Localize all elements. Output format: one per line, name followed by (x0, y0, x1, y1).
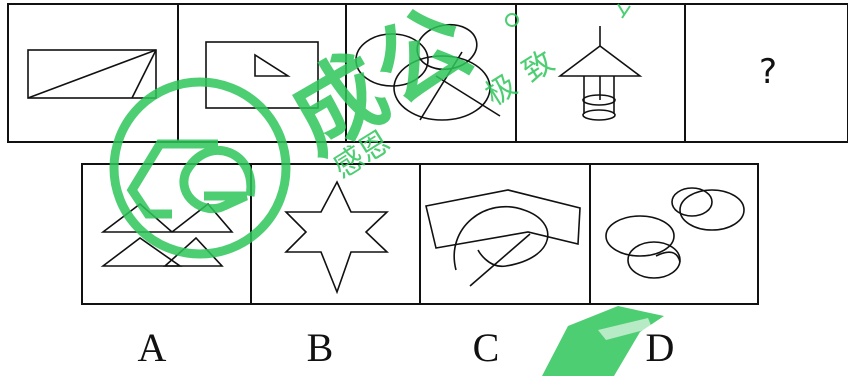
figure-1 (28, 50, 156, 98)
option-b-figure (286, 182, 387, 292)
option-c-figure (426, 190, 580, 286)
option-c-label[interactable]: C (446, 326, 526, 370)
option-a-figure (103, 204, 232, 266)
figure-3 (356, 20, 500, 120)
unknown-figure-mark: ? (688, 0, 848, 144)
option-d-label[interactable]: D (620, 326, 700, 370)
option-a-label[interactable]: A (112, 326, 192, 370)
option-d-figure (606, 188, 744, 278)
option-b-label[interactable]: B (280, 326, 360, 370)
figure-2 (206, 42, 318, 108)
figure-4 (560, 26, 640, 120)
